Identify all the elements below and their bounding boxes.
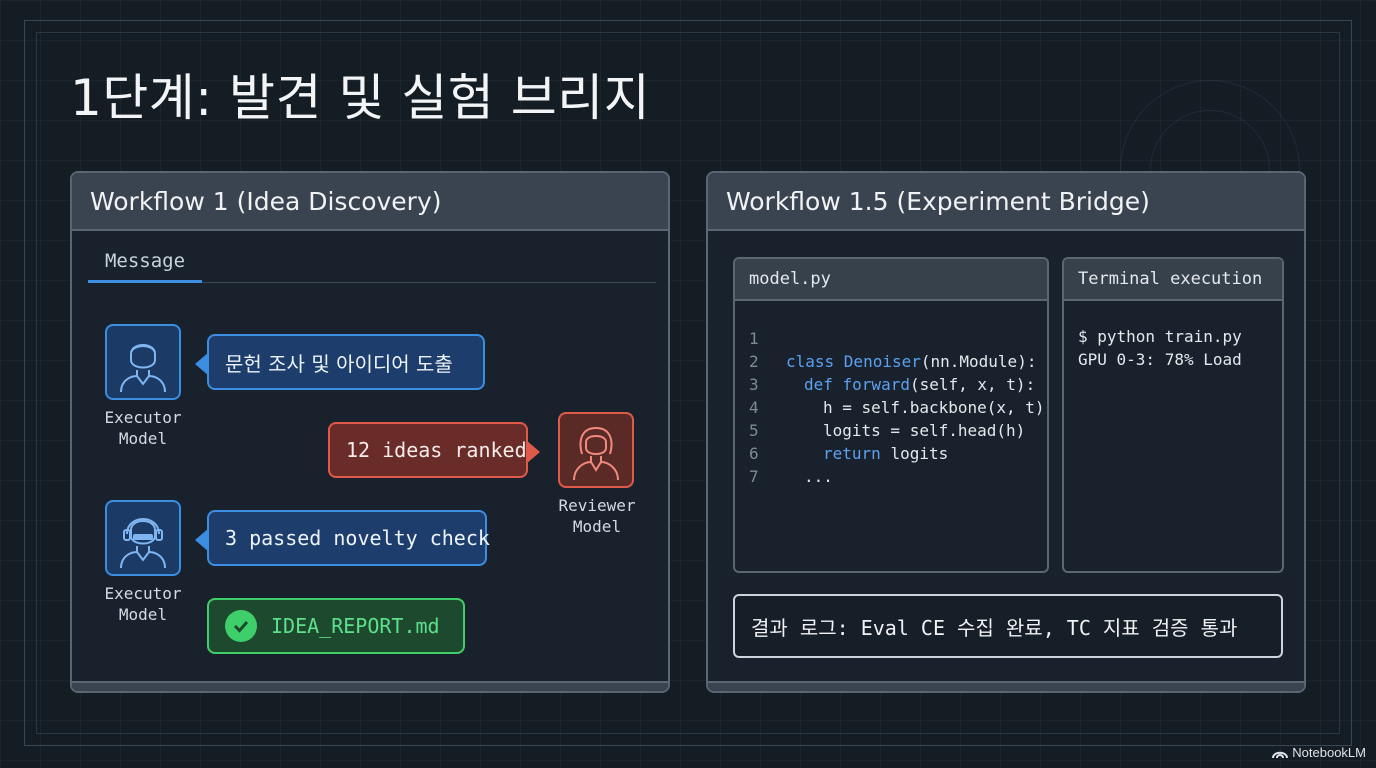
notebooklm-icon [1272, 751, 1289, 758]
code-editor-panel: model.py 1 2 3 4 5 6 7 class Denoiser(nn… [733, 257, 1049, 573]
brand-name: NotebookLM [1292, 745, 1366, 760]
brand-logo: NotebookLM [1272, 745, 1366, 760]
message-text: 12 ideas ranked [346, 438, 527, 462]
panel-footer [72, 681, 668, 691]
terminal-title: Terminal execution [1064, 259, 1282, 301]
code-line: ... [804, 467, 833, 486]
code-line: logits = self.head(h) [823, 421, 1026, 440]
line-number: 6 [749, 444, 759, 463]
code-line: class Denoiser(nn.Module): [786, 352, 1037, 371]
person-female-icon [573, 426, 619, 480]
panel-header: Workflow 1 (Idea Discovery) [72, 173, 668, 231]
terminal-output: $ python train.py GPU 0-3: 78% Load [1064, 301, 1282, 371]
workflow-1-panel: Workflow 1 (Idea Discovery) Message Exec… [70, 171, 670, 693]
panel-header: Workflow 1.5 (Experiment Bridge) [708, 173, 1304, 231]
bubble-tail [195, 352, 209, 376]
line-number: 1 [749, 329, 759, 348]
tab-message[interactable]: Message [88, 241, 202, 283]
message-bubble: 3 passed novelty check [195, 510, 490, 566]
message-text: 3 passed novelty check [225, 526, 490, 550]
report-file-badge[interactable]: IDEA_REPORT.md [207, 598, 465, 654]
inner-frame [36, 32, 1340, 734]
executor-label: Executor Model [104, 584, 182, 624]
page-title: 1단계: 발견 및 실험 브리지 [70, 69, 651, 127]
panel-footer [708, 681, 1304, 691]
terminal-line: $ python train.py [1078, 327, 1242, 346]
line-number: 2 [749, 352, 759, 371]
executor-avatar [105, 324, 181, 400]
code-line: h = self.backbone(x, t) [823, 398, 1045, 417]
line-number: 7 [749, 467, 759, 486]
check-icon [225, 610, 257, 642]
result-log: 결과 로그: Eval CE 수집 완료, TC 지표 검증 통과 [733, 594, 1283, 658]
person-headset-icon [120, 518, 166, 568]
line-number: 3 [749, 375, 759, 394]
terminal-panel: Terminal execution $ python train.py GPU… [1062, 257, 1284, 573]
bubble-tail [526, 440, 540, 464]
line-number: 5 [749, 421, 759, 440]
code-file-title: model.py [735, 259, 1047, 301]
executor-avatar [105, 500, 181, 576]
code-line: return logits [823, 444, 949, 463]
person-icon [120, 344, 166, 392]
bubble-tail [195, 528, 209, 552]
code-line: def forward(self, x, t): [804, 375, 1036, 394]
reviewer-avatar [558, 412, 634, 488]
reviewer-label: Reviewer Model [558, 496, 636, 536]
report-filename: IDEA_REPORT.md [271, 614, 440, 638]
message-bubble: 12 ideas ranked [328, 422, 540, 478]
executor-label: Executor Model [104, 408, 182, 448]
terminal-line: GPU 0-3: 78% Load [1078, 350, 1242, 369]
outer-frame [24, 20, 1352, 746]
message-text: 문헌 조사 및 아이디어 도출 [225, 351, 453, 376]
line-number: 4 [749, 398, 759, 417]
message-bubble: 문헌 조사 및 아이디어 도출 [195, 334, 485, 390]
workflow-1-5-panel: Workflow 1.5 (Experiment Bridge) model.p… [706, 171, 1306, 693]
tab-bar: Message [88, 241, 656, 283]
